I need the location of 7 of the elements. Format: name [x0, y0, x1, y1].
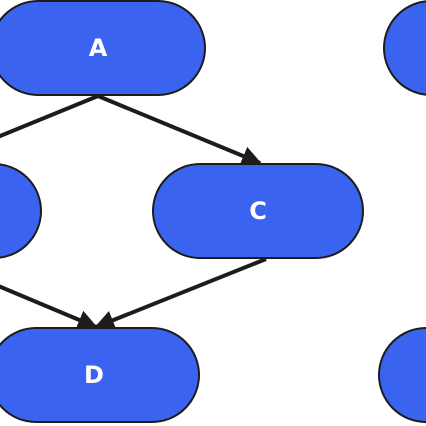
node-label: A	[88, 34, 108, 62]
node-label: D	[84, 361, 104, 389]
node-label: C	[249, 197, 267, 225]
arrow	[94, 257, 267, 330]
process-pill	[0, 327, 200, 423]
arrow	[97, 94, 262, 166]
process-pill	[0, 0, 206, 96]
